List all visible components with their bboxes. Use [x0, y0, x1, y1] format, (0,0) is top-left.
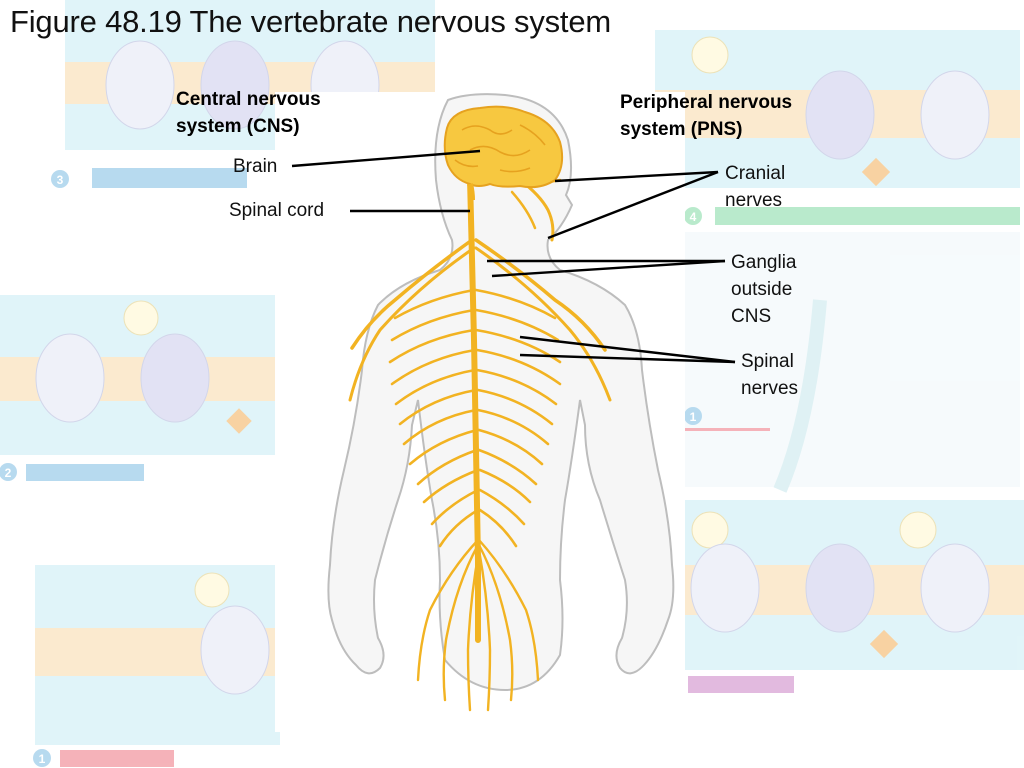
human-body-back-view [327, 93, 675, 692]
spinal-cord [467, 175, 481, 643]
ganglia-line3: CNS [731, 306, 772, 327]
panel-bottom-left [33, 565, 280, 767]
ganglia-leader-lower [491, 259, 726, 278]
cranial-leader-lower [547, 170, 719, 240]
ganglia-label: Ganglia outside CNS [731, 249, 797, 330]
panel-bottom-right [685, 500, 1024, 693]
spinal-line2: nerves [741, 378, 799, 399]
panel-mid-left [0, 295, 275, 481]
cns-heading-line1: Central nervous [176, 89, 321, 110]
nerve-network [348, 175, 612, 712]
page-title: Figure 48.19 The vertebrate nervous syst… [10, 4, 612, 39]
pns-heading-line2: system (PNS) [620, 119, 743, 140]
cranial-line1: Cranial [725, 163, 786, 184]
ganglia-line1: Ganglia [731, 252, 797, 273]
spinal-cord-label: Spinal cord [229, 200, 325, 221]
cranial-nerves-label: Cranial nerves [725, 160, 785, 214]
step-number-badge: 1 [39, 752, 46, 766]
spinal-nerves-leader-lower [519, 353, 736, 364]
step-number-badge: 3 [57, 173, 64, 187]
brain [443, 105, 564, 201]
cranial-leader-upper [554, 170, 719, 183]
brain-leader [291, 149, 481, 168]
ganglia-line2: outside [731, 279, 793, 300]
step-number-badge: 2 [5, 466, 12, 480]
panel-right-middle [684, 232, 1020, 493]
spinal-nerves-label: Spinal nerves [741, 348, 798, 402]
cranial-line2: nerves [725, 190, 783, 211]
pns-heading: Peripheral nervous system (PNS) [620, 89, 792, 143]
panel-top-right [655, 30, 1020, 225]
step-number-badge: 1 [690, 410, 697, 424]
spinal-nerves-leader-upper [519, 335, 736, 364]
spinal-line1: Spinal [741, 351, 794, 372]
leader-lines [291, 149, 736, 364]
brain-label: Brain [233, 156, 278, 177]
cns-heading-line2: system (CNS) [176, 116, 300, 137]
pns-heading-line1: Peripheral nervous [620, 92, 793, 113]
cns-heading: Central nervous system (CNS) [176, 86, 321, 140]
step-number-badge: 4 [690, 210, 697, 224]
